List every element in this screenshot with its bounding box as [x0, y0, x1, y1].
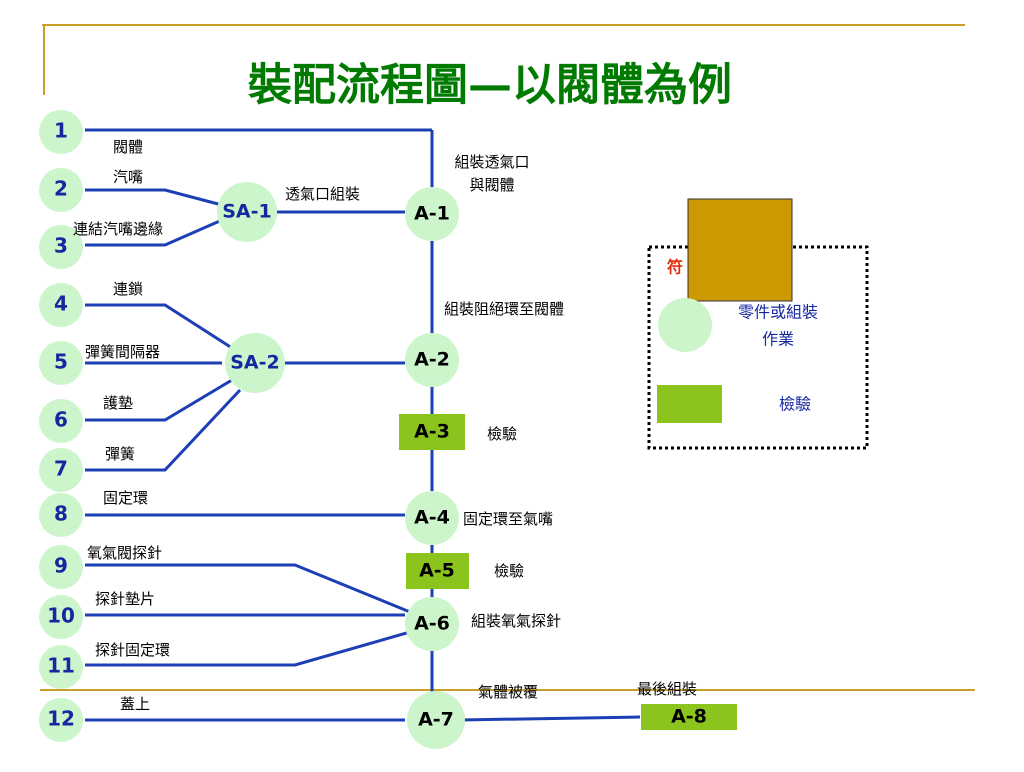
- part-9: 9: [39, 545, 83, 589]
- svg-text:1: 1: [54, 119, 68, 143]
- a-1-desc-line2: 與閥體: [469, 176, 514, 194]
- node-a-3: A-3: [399, 414, 465, 450]
- part-label: 汽嘴: [113, 168, 143, 186]
- a-2-desc: 組裝阻絕環至閥體: [444, 300, 564, 318]
- part-label: 閥體: [113, 138, 143, 156]
- page-title: 裝配流程圖—以閥體為例: [248, 60, 732, 111]
- part-label: 護墊: [103, 394, 133, 412]
- a-7-desc: 氣體被覆: [478, 683, 538, 701]
- part-label: 連鎖: [113, 280, 143, 298]
- legend-title: 符: [667, 258, 683, 277]
- svg-text:3: 3: [54, 234, 68, 258]
- part-labels: 閥體 汽嘴 連結汽嘴邊緣 連鎖 彈簧間隔器 護墊 彈簧 固定環 氧氣閥探針 探針…: [73, 138, 170, 713]
- a-8-desc: 最後組裝: [637, 680, 697, 698]
- sa-1-desc: 透氣口組裝: [285, 185, 360, 203]
- legend-operation-line1: 零件或組裝: [738, 303, 818, 322]
- part-label: 氧氣閥探針: [87, 544, 162, 562]
- svg-text:4: 4: [54, 292, 68, 316]
- legend-inspection-label: 檢驗: [779, 395, 811, 414]
- part-4: 4: [39, 283, 83, 327]
- svg-text:10: 10: [47, 604, 75, 628]
- part-label: 蓋上: [120, 695, 150, 713]
- part-label: 彈簧間隔器: [85, 343, 160, 361]
- part-7: 7: [39, 448, 83, 492]
- a-1-desc-line1: 組裝透氣口: [454, 153, 529, 171]
- node-a-8: A-8: [641, 704, 737, 730]
- a-6-desc: 組裝氧氣探針: [471, 612, 561, 630]
- a-5-desc: 檢驗: [494, 562, 524, 580]
- part-5: 5: [39, 341, 83, 385]
- part-1: 1: [39, 110, 83, 154]
- svg-text:11: 11: [47, 654, 75, 678]
- svg-text:A-2: A-2: [414, 349, 450, 371]
- part-label: 探針固定環: [95, 641, 170, 659]
- svg-text:A-5: A-5: [419, 560, 455, 582]
- operation-descriptions: 透氣口組裝 組裝透氣口 與閥體 組裝阻絕環至閥體 檢驗 固定環至氣嘴 檢驗 組裝…: [285, 153, 697, 701]
- svg-text:8: 8: [54, 502, 68, 526]
- part-label: 彈簧: [105, 445, 135, 463]
- node-a-1: A-1: [405, 187, 459, 241]
- part-2: 2: [39, 168, 83, 212]
- a-3-desc: 檢驗: [487, 425, 517, 443]
- svg-text:5: 5: [54, 350, 68, 374]
- part-6: 6: [39, 399, 83, 443]
- legend-operation-circle: [658, 298, 712, 352]
- svg-text:12: 12: [47, 707, 75, 731]
- part-8: 8: [39, 493, 83, 537]
- node-a-2: A-2: [405, 333, 459, 387]
- operation-nodes: SA-1 SA-2 A-1 A-2 A-4 A-6 A-7: [217, 182, 465, 749]
- node-a-4: A-4: [405, 491, 459, 545]
- part-3: 3: [39, 225, 83, 269]
- node-sa-2: SA-2: [225, 333, 285, 393]
- part-label: 固定環: [103, 489, 148, 507]
- a-4-desc: 固定環至氣嘴: [463, 510, 553, 528]
- legend: 符 零件或組裝 作業 檢驗: [647, 198, 869, 450]
- svg-text:7: 7: [54, 457, 68, 481]
- part-12: 12: [39, 698, 83, 742]
- part-10: 10: [39, 595, 83, 639]
- svg-text:A-4: A-4: [414, 507, 450, 529]
- svg-text:2: 2: [54, 177, 68, 201]
- node-a-5: A-5: [406, 553, 469, 589]
- svg-text:6: 6: [54, 408, 68, 432]
- svg-text:A-7: A-7: [418, 709, 454, 731]
- svg-text:SA-2: SA-2: [230, 352, 280, 374]
- node-a-6: A-6: [405, 597, 459, 651]
- svg-text:A-3: A-3: [414, 421, 450, 443]
- node-sa-1: SA-1: [217, 182, 277, 242]
- svg-text:A-8: A-8: [671, 706, 707, 728]
- node-a-7: A-7: [407, 691, 465, 749]
- flow-lines: [85, 128, 641, 722]
- part-circles: 1 2 3 4 5 6 7 8: [39, 110, 83, 742]
- svg-text:9: 9: [54, 554, 68, 578]
- legend-gold-square: [687, 198, 793, 302]
- inspection-boxes: A-3 A-5 A-8: [399, 414, 737, 730]
- part-label: 探針墊片: [95, 590, 155, 608]
- svg-text:A-6: A-6: [414, 613, 450, 635]
- svg-text:A-1: A-1: [414, 203, 450, 225]
- svg-text:SA-1: SA-1: [222, 201, 272, 223]
- legend-operation-line2: 作業: [762, 330, 794, 349]
- part-11: 11: [39, 645, 83, 689]
- part-label: 連結汽嘴邊緣: [73, 220, 163, 238]
- legend-inspection-box: [657, 385, 722, 423]
